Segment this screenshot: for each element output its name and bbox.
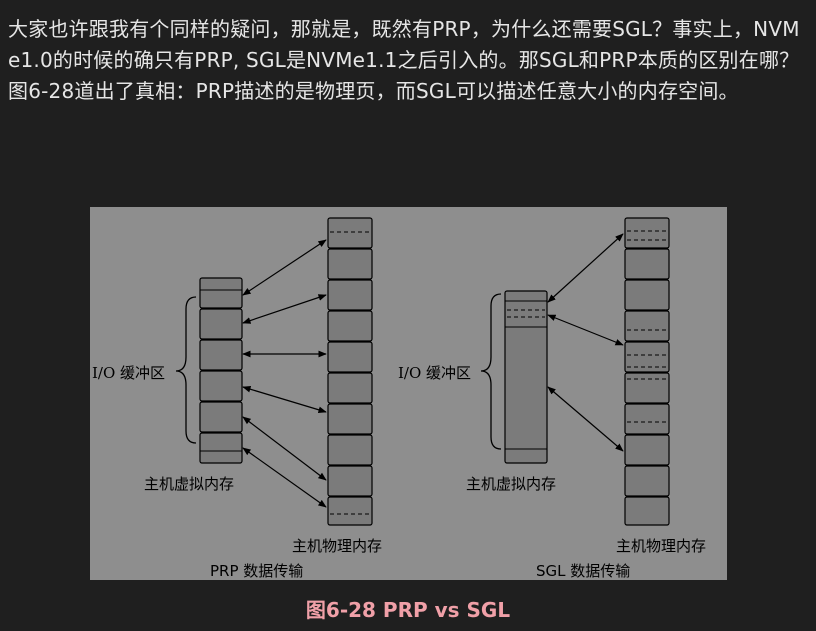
figure-caption: 图6-28 PRP vs SGL xyxy=(305,598,511,622)
figure-prp-vs-sgl: I/O 缓冲区 主机虚拟内存 主机物理内存 PRP 数据传输 xyxy=(90,207,727,580)
prp-physical-memory-column xyxy=(327,217,373,526)
sgl-host-virtual-label: 主机虚拟内存 xyxy=(466,475,556,493)
sgl-mapping-arrows xyxy=(547,233,624,452)
diagram-svg: I/O 缓冲区 主机虚拟内存 主机物理内存 PRP 数据传输 xyxy=(92,217,706,580)
sgl-virtual-memory-column xyxy=(504,290,548,464)
prp-diagram: I/O 缓冲区 主机虚拟内存 主机物理内存 PRP 数据传输 xyxy=(92,217,382,580)
prp-io-buffer-brace xyxy=(175,296,197,444)
prp-io-buffer-label: I/O 缓冲区 xyxy=(92,364,165,382)
prp-title: PRP 数据传输 xyxy=(210,562,303,580)
sgl-io-buffer-label: I/O 缓冲区 xyxy=(398,364,471,382)
sgl-virtual-lines xyxy=(505,300,547,450)
prp-host-virtual-label: 主机虚拟内存 xyxy=(144,475,234,493)
sgl-host-physical-label: 主机物理内存 xyxy=(616,537,706,555)
sgl-io-buffer-brace xyxy=(480,293,502,450)
sgl-diagram: I/O 缓冲区 主机虚拟内存 主机物理内存 SGL 数据传输 xyxy=(398,217,706,580)
article-paragraph: 大家也许跟我有个同样的疑问，那就是，既然有PRP，为什么还需要SGL？事实上，N… xyxy=(8,17,800,103)
prp-mapping-arrows xyxy=(242,239,327,508)
sgl-physical-memory-column xyxy=(624,217,670,526)
prp-host-physical-label: 主机物理内存 xyxy=(292,537,382,555)
prp-virtual-solid-lines xyxy=(200,289,242,452)
sgl-title: SGL 数据传输 xyxy=(536,562,630,580)
prp-virtual-memory-column xyxy=(199,277,243,464)
sgl-virtual-dashes xyxy=(507,309,545,318)
